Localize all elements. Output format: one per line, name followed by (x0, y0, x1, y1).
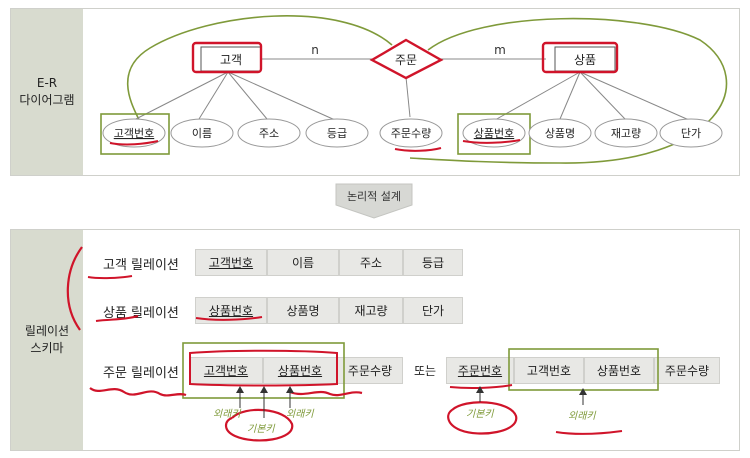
label-foreign-key-1: 외래키 (213, 408, 241, 420)
annotation-box-product (541, 41, 619, 74)
attr-price-label: 단가 (681, 127, 701, 140)
customer-rel-col-address: 주소 (339, 249, 403, 276)
annotation-loop-left (126, 15, 393, 123)
customer-relation-label: 고객 릴레이션 (103, 258, 179, 273)
attr-stock-label: 재고량 (611, 127, 641, 140)
entity-product (554, 46, 616, 72)
attr-address (237, 118, 301, 148)
attr-stock (594, 118, 658, 148)
attr-address-label: 주소 (259, 127, 279, 140)
cardinality-n: n (311, 43, 319, 57)
attr-grade-label: 등급 (327, 127, 347, 140)
attr-order-qty (379, 118, 443, 148)
annotation-scribble-product-rel (95, 315, 139, 322)
customer-rel-col-grade: 등급 (403, 249, 463, 276)
product-rel-col-stock: 재고량 (339, 297, 403, 324)
annotation-circle-primary-key-alt (447, 401, 518, 435)
or-text: 또는 (414, 364, 437, 378)
attr-name (170, 118, 234, 148)
entity-customer-label: 고객 (220, 53, 242, 67)
annotation-underline-foreign-key (555, 430, 623, 435)
attr-customer-id (102, 118, 166, 148)
attr-price (659, 118, 723, 148)
attr-order-qty-label: 주문수량 (391, 127, 431, 140)
attr-product-name (528, 118, 592, 148)
annotation-wave-left (89, 387, 187, 397)
order-alt-col-product-id: 상품번호 (584, 357, 654, 384)
annotation-underline-product-rel-id (195, 316, 263, 321)
logical-design-label: 논리적 설계 (347, 190, 401, 203)
cardinality-m: m (494, 43, 506, 57)
line-order-qty (405, 76, 411, 118)
order-rel-col-customer-id: 고객번호 (189, 357, 263, 384)
order-alt-col-customer-id: 고객번호 (514, 357, 584, 384)
annotation-underline-product-id (462, 139, 521, 144)
relationship-order-label: 주문 (395, 53, 417, 67)
order-alt-col-order-id: 주문번호 (446, 357, 514, 384)
customer-rel-col-name: 이름 (267, 249, 339, 276)
annotation-loop-right (409, 17, 728, 164)
product-relation-label: 상품 릴레이션 (103, 306, 179, 321)
annotation-scribble-customer-rel (87, 275, 133, 280)
annotation-underline-order-qty (394, 147, 442, 152)
order-rel-col-qty: 주문수량 (337, 357, 403, 384)
logical-design-arrow (335, 183, 413, 219)
annotation-circle-primary-key (224, 408, 294, 442)
annotation-underline-order-id (449, 384, 513, 390)
annotation-underline-customer-id (109, 140, 159, 146)
annotation-box-customer-key (100, 113, 170, 155)
annotation-bracket (66, 246, 83, 331)
product-rel-col-price: 단가 (403, 297, 463, 324)
annotation-wave-right (289, 390, 363, 397)
product-rel-col-product-name: 상품명 (267, 297, 339, 324)
order-relation-label: 주문 릴레이션 (103, 366, 179, 381)
entity-product-label: 상품 (574, 53, 596, 67)
attr-grade (305, 118, 369, 148)
order-rel-col-product-id: 상품번호 (263, 357, 337, 384)
attr-product-name-label: 상품명 (545, 127, 575, 140)
annotation-box-red-composite (189, 349, 338, 387)
label-foreign-key-2: 외래키 (286, 408, 314, 420)
attr-name-label: 이름 (192, 127, 212, 140)
label-primary-key-alt: 기본키 (466, 408, 494, 420)
annotation-box-customer (191, 41, 263, 74)
attr-customer-id-label: 고객번호 (114, 127, 154, 140)
attr-product-id (462, 118, 526, 148)
relationship-order (369, 38, 444, 80)
attr-product-id-label: 상품번호 (474, 127, 514, 140)
annotation-box-foreign-keys (508, 348, 659, 391)
label-foreign-key-alt: 외래키 (568, 410, 596, 422)
order-alt-col-qty: 주문수량 (654, 357, 720, 384)
customer-rel-col-customer-id: 고객번호 (195, 249, 267, 276)
label-primary-key: 기본키 (247, 423, 275, 435)
